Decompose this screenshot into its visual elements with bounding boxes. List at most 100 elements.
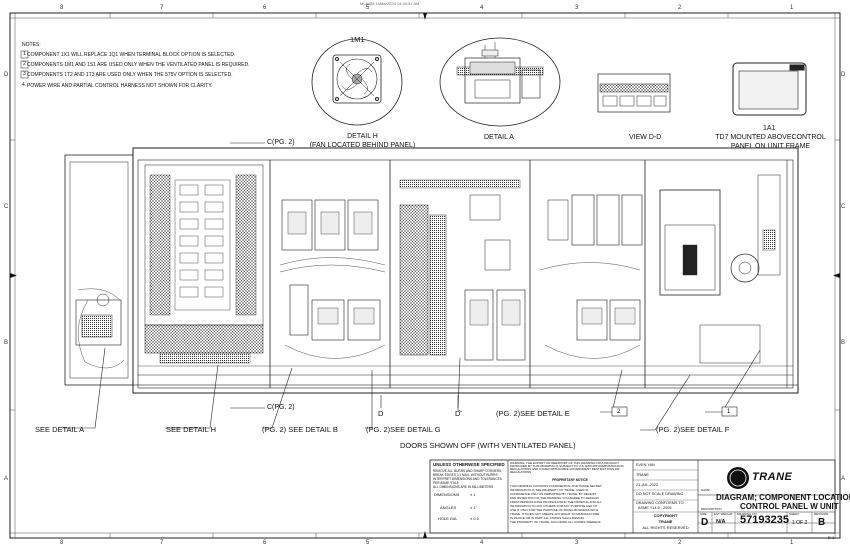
weight-label: EST WEIGHT	[714, 512, 733, 516]
zone-label-right-d: D	[841, 72, 846, 78]
note-number: 1	[23, 51, 26, 57]
proprietary-line: AND RETENTION OF THE DRAWING YOU AGREE T…	[510, 496, 599, 500]
door-assembly	[75, 288, 125, 369]
zone-label-right-b: B	[841, 340, 846, 346]
tolerance-dims-value: ± 1	[470, 492, 476, 497]
detail-a-module	[439, 37, 561, 127]
checked-by: TRANE	[636, 473, 649, 477]
tolerance-line: ALL DIMENSIONS ARE IN MILLIMETERS	[433, 485, 494, 489]
td7-sublabel: PANEL ON UNIT FRAME	[730, 143, 811, 150]
section-d-left: D	[378, 409, 384, 418]
drawing-title: DIAGRAM; COMPONENT LOCATION	[716, 493, 850, 502]
sheet-label: SHEET	[789, 512, 800, 516]
callout-balloon: 2	[617, 409, 621, 415]
section-c-top: C(PG. 2)	[267, 139, 295, 146]
detail-h-fan	[311, 38, 403, 126]
tolerance-angles-label: ANGLES	[440, 505, 457, 510]
zone-label-top-8: 8	[60, 5, 64, 11]
td7-display	[732, 62, 807, 116]
callout-balloon: 1	[727, 409, 731, 415]
zone-label-left-c: C	[4, 204, 9, 210]
zone-label-top-1: 1	[790, 5, 794, 11]
drawing-date: 21-JUL-2022	[636, 483, 658, 487]
corner-ref: B-1	[828, 535, 835, 540]
proprietary-line: CONFIDENCE ONLY AS PERMITTED BY TRANE. B…	[510, 492, 597, 496]
section-d-right: D	[455, 409, 461, 418]
note-item: COMPONENTS 1T2 AND 1T3 ARE USED ONLY WHE…	[27, 72, 233, 78]
tolerance-line: PER ASME Y14.5	[433, 481, 459, 485]
zone-label-left-b: B	[4, 340, 9, 346]
proprietary-line: IN WHOLE OR IN PART. ALL COPIES SHALL RE…	[510, 516, 584, 520]
note-item: POWER WIRE AND PARTIAL CONTROL HARNESS N…	[27, 83, 213, 89]
view-dd	[597, 73, 671, 113]
relay-bank	[144, 164, 264, 364]
see-detail-h: SEE DETAIL H	[166, 425, 217, 434]
zone-label-top-2: 2	[678, 5, 682, 11]
td7-tag: 1A1	[763, 125, 776, 132]
detail-a-label: DETAIL A	[484, 134, 514, 141]
contactor-bank-left	[279, 199, 386, 359]
note-number: 3	[23, 71, 26, 77]
proprietary-line: TRANE. IT DOES NOT CREATE ANY RIGHT TO M…	[510, 512, 600, 516]
note-number-boxes	[20, 50, 29, 79]
proprietary-line: INFORMATION IS THE PROPERTY OF TRANE. US…	[510, 488, 589, 492]
detail-h-sublabel: (FAN LOCATED BEHIND PANEL)	[309, 142, 416, 149]
title-block-frame	[429, 459, 836, 534]
tolerance-line: BREAK EDGES 0.1 MAX. WITHOUT BURRS	[433, 473, 498, 477]
proprietary-line: USE IT ONLY FOR THE PURPOSE OF DOING BUS…	[510, 508, 598, 512]
revision-label: REVISION	[814, 512, 829, 516]
print-stamp: ML8488 14Mar2024 14:34:31 AM	[360, 1, 420, 6]
trane-wordmark: TRANE	[752, 471, 793, 483]
tolerance-hole-value: ± 0.5	[470, 516, 479, 521]
fan-tag: 1M1	[350, 35, 365, 44]
terminal-strips	[399, 179, 526, 361]
proprietary-line: FROM REPRODUCING OR DISCLOSING THE DRAWI…	[510, 500, 602, 504]
size-label: SIZE	[700, 512, 707, 516]
description-label: DESCRIPTION	[701, 507, 722, 511]
revision-letter: B	[818, 517, 826, 528]
zone-label-bottom-3: 3	[575, 540, 579, 546]
zone-label-bottom-5: 5	[366, 540, 370, 546]
zone-label-bottom-6: 6	[263, 540, 267, 546]
sheet-number: 1 OF 2	[792, 520, 808, 526]
note-number: 4.	[22, 82, 27, 88]
see-detail-b: (PG. 2) SEE DETAIL B	[262, 425, 338, 434]
note-number: 2	[23, 61, 26, 67]
proprietary-line: THE PROPERTY OF TRANE, INCLUDING ALL COP…	[510, 520, 602, 524]
zone-label-bottom-1: 1	[790, 540, 794, 546]
est-weight: N/A	[716, 519, 726, 525]
rights-reserved: ALL RIGHTS RESERVED	[642, 525, 689, 530]
trane-logo-icon	[727, 467, 749, 489]
see-detail-e: (PG. 2)SEE DETAIL E	[496, 409, 570, 418]
zone-label-right-a: A	[841, 476, 846, 482]
zone-label-top-4: 4	[480, 5, 484, 11]
zone-label-right-c: C	[841, 204, 846, 210]
doors-note: DOORS SHOWN OFF (WITH VENTILATED PANEL)	[400, 441, 576, 450]
asme-standard: ASME Y14.5 - 2009	[638, 506, 672, 510]
zone-label-bottom-8: 8	[60, 540, 64, 546]
zone-label-left-d: D	[4, 72, 9, 78]
notes-title: NOTES:	[22, 42, 41, 48]
proprietary-title: PROPRIETARY NOTICE	[552, 478, 588, 482]
copyright-label: COPYRIGHT	[653, 513, 678, 518]
name-label: NAME	[701, 488, 710, 492]
drawing-subtitle: CONTROL PANEL W UNIT	[740, 502, 839, 511]
tolerance-line: INTERPRET DIMENSIONS AND TOLERANCES	[433, 477, 502, 481]
see-detail-a: SEE DETAIL A	[35, 425, 85, 434]
note-item: COMPONENTS 1M1 AND 1S1 ARE USED ONLY WHE…	[27, 62, 250, 68]
td7-label: TD7 MOUNTED ABOVECONTROL	[715, 134, 826, 141]
tolerance-line: REMOVE ALL BURRS AND SHARP CORNERS	[433, 469, 502, 473]
export-warning: WARNING: THE EXPORT OR REEXPORT OF THIS …	[510, 461, 624, 475]
zone-label-top-7: 7	[160, 5, 164, 11]
drawing-number-label: DRAWING NO.	[737, 512, 758, 516]
zone-label-top-3: 3	[575, 5, 579, 11]
drawn-by: EVEN YAN	[636, 463, 655, 467]
disconnect-section	[659, 174, 781, 364]
section-c-bottom: C(PG. 2)	[267, 404, 295, 411]
drawing-number: 57193235	[740, 514, 789, 526]
zone-label-bottom-2: 2	[678, 540, 682, 546]
sheet-size: D	[701, 517, 709, 528]
conforms-label: DRAWING CONFORMS TO	[636, 501, 684, 505]
copyright-owner: TRANE	[658, 519, 673, 524]
